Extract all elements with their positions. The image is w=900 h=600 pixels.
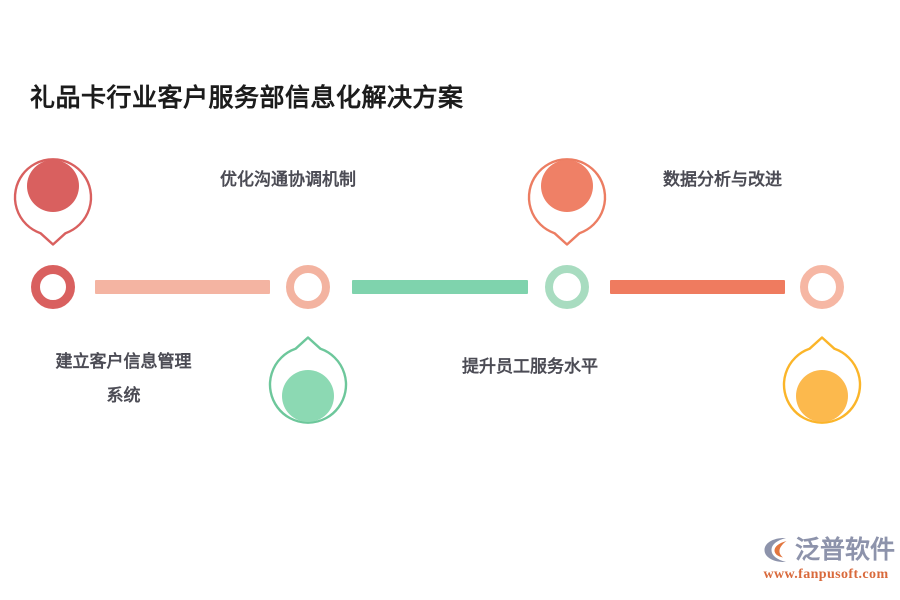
pin-step-2[interactable] xyxy=(265,336,351,442)
connector-bar-2-3 xyxy=(352,280,528,294)
page-title: 礼品卡行业客户服务部信息化解决方案 xyxy=(30,84,464,112)
logo-row: 泛普软件 xyxy=(762,534,895,566)
pin-step-3[interactable] xyxy=(524,140,610,246)
caption-step-4: 数据分析与改进 xyxy=(663,170,782,189)
logo-brand-name: 泛普软件 xyxy=(795,536,896,564)
connector-bar-3-4 xyxy=(610,280,785,294)
timeline-stage: 建立客户信息管理 系统 优化沟通协调机制 提升员工服务水平 数据分析与改进 xyxy=(10,140,865,442)
caption-step-1: 建立客户信息管理 系统 xyxy=(55,352,192,405)
timeline-marker-4[interactable] xyxy=(800,265,844,309)
brand-logo: 泛普软件 www.fanpusoft.com xyxy=(762,534,895,586)
timeline-marker-1[interactable] xyxy=(31,265,75,309)
timeline-marker-3[interactable] xyxy=(545,265,589,309)
connector-bar-1-2 xyxy=(95,280,270,294)
fanpu-logo-icon xyxy=(762,535,792,565)
caption-step-3: 提升员工服务水平 xyxy=(462,357,598,376)
logo-url: www.fanpusoft.com xyxy=(763,567,889,582)
pin-step-4[interactable] xyxy=(779,336,865,442)
timeline-marker-2[interactable] xyxy=(286,265,330,309)
caption-step-2: 优化沟通协调机制 xyxy=(220,170,356,189)
pin-step-1[interactable] xyxy=(10,140,96,246)
